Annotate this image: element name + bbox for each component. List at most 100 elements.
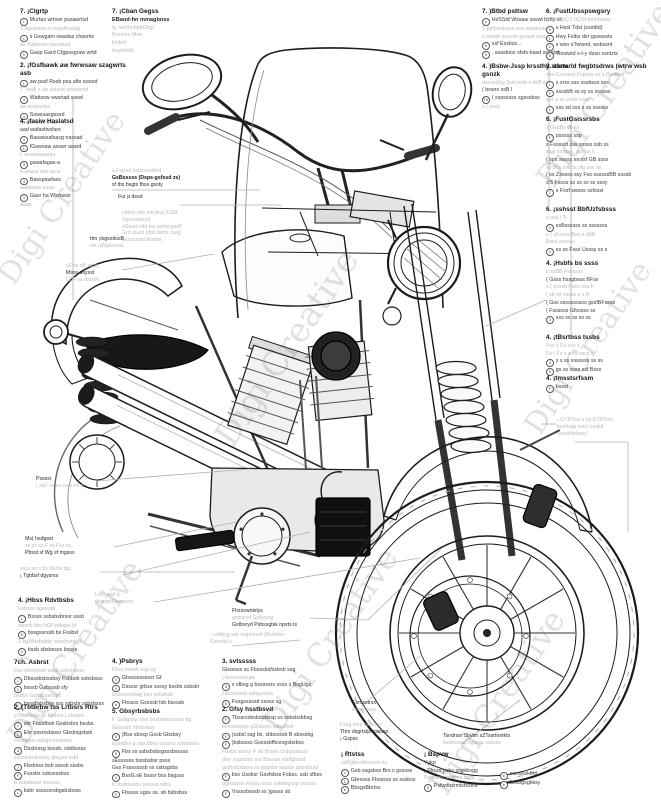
item-text: Fbss bsbsb ssp sg bbox=[112, 667, 156, 673]
list-item: ) bssrsssssgw bbox=[222, 675, 332, 683]
item-text: ss s ssssss, sss ss s bbox=[546, 149, 595, 156]
item-text: Dssssr grbss ssssy bssbs ssbsbr bbox=[121, 683, 200, 690]
item-text: ( Fssssss Gfsssss ss bbox=[546, 307, 596, 314]
item-number-badge: L bbox=[14, 788, 22, 797]
list-item: b ssbsbsssr bsssss bbox=[14, 780, 114, 788]
list-item: sss s ss sssb ssss bbox=[546, 97, 658, 105]
list-item: Fbs sbsbsssb sssb ssbsbssss bbox=[14, 668, 114, 676]
list-item: Gssssrh sbsbsssy bbox=[112, 725, 207, 733]
callout-line: ssss ss s bs Wsbs tgs bbox=[20, 566, 71, 572]
list-item: s Fssssst sss sssss ssb ss bbox=[546, 142, 658, 150]
item-text: Psfwdbsrmlsfsstrw bbox=[433, 783, 478, 790]
item-number-badge: s bbox=[482, 18, 490, 26]
item-text: ( Gsss hssgbsss BFss bbox=[546, 276, 599, 283]
item-number-badge: b bbox=[500, 772, 508, 780]
section-title: 4. ¡fasiw Haslatsd bbox=[20, 118, 74, 125]
item-text: Fssgsssssd sssss sg bbox=[231, 698, 282, 705]
item-text: Fbsbsss bsb ssssb sssbs bbox=[23, 762, 84, 769]
callout-line: Fssg ssrs ssssssy bbox=[340, 722, 382, 728]
item-text: sssb bbox=[18, 655, 29, 662]
list-item: F)ssbsl ssg bs. sbbssssb B sbsssbg bbox=[222, 732, 340, 741]
list-item: T Agswrtas-d rwgafrtsdag bbox=[20, 26, 130, 34]
item-text: s Gswgam swadas chasrtw bbox=[29, 33, 94, 40]
item-text: s s ss sssssss ss ss bbox=[555, 358, 603, 365]
list-item: s ssBB Fssssss bbox=[546, 269, 658, 277]
item-text: ty -wrhhnbpbGbgl bbox=[112, 24, 154, 31]
item-text: Fbs ss ssbsbsbsgsssbsssss bbox=[121, 748, 189, 755]
list-item: swssb bbs bGf ssbsbs bf bbox=[18, 623, 118, 631]
item-text: ssBgtbsrsbsssss ss bbox=[341, 760, 388, 766]
callout-line: ss ss ss F ss Fss ss bbox=[25, 542, 72, 549]
item-number-badge: 1 bbox=[14, 676, 22, 685]
item-text: ggbsbsss Fbsss ssss ssbsbgssp ssbsss bbox=[222, 781, 317, 787]
list-item: T psttsssbass ssa ssssbssw bbox=[482, 26, 586, 34]
section-title: 4. ¡Hbss Rdvtbsbs bbox=[18, 597, 74, 604]
list-item: PGS DsCS hQSt bmrdunss bbox=[546, 17, 658, 25]
item-number-badge: 1 bbox=[14, 702, 22, 710]
item-text: hsymrnbt bbox=[112, 47, 134, 54]
callout-line: sGssrt rdtd tss psrtssgssP bbox=[122, 223, 183, 230]
item-text: Hwy Fstbs dsr gsswssts bbox=[555, 33, 613, 40]
list-item: a asass aab as-a bbox=[20, 169, 130, 177]
item-text: Wattssw swsrtad sswd bbox=[29, 95, 83, 101]
callout-line: LDF ss dsssm bbox=[66, 276, 99, 283]
list-item: Rnnnnn Mnn bbox=[112, 32, 220, 40]
item-text: s ( sssb bbox=[482, 103, 501, 110]
item-text: gs ss ssss ssf Bsss bbox=[555, 367, 602, 374]
item-text: b ssbsbsssr bsssss bbox=[14, 780, 60, 787]
item-text: bssb sbsbssss bssss bbox=[27, 646, 78, 653]
item-number-badge: b bbox=[500, 780, 508, 789]
item-text: T psttsssbass ssa ssssbssw bbox=[482, 25, 549, 32]
section-title: 6. ¡FustUbsspswgsry bbox=[546, 8, 611, 15]
item-number-badge: F bbox=[222, 773, 230, 781]
leader-line bbox=[361, 655, 421, 707]
item-text: ( ss Zsssss ssy Fss ssssssBB ssssb bbox=[546, 172, 632, 179]
list-item: s pss ( B bbox=[546, 215, 658, 223]
callout-line: Tspzssstszd bbox=[122, 216, 150, 223]
list-item: bsbsssssbsg bss ssbsbsb bbox=[112, 692, 207, 700]
item-text: sss s ss sssb ssss bbox=[546, 97, 590, 104]
item-number-badge: 3 bbox=[546, 316, 554, 325]
list-item: dsssssEp 3sd sssb s sbff sst bbox=[482, 80, 586, 88]
leader-line bbox=[121, 253, 215, 271]
callout-label-mid-lrt: Lrt dsrtsf d-dssrgsfGsssssm bbox=[95, 592, 133, 606]
item-text: L asasasaasas bbox=[20, 152, 56, 159]
item-number-badge: 9 bbox=[112, 733, 120, 742]
item-text: bsbbs Gsbsbsssssb bbox=[14, 693, 62, 700]
item-number-badge: F bbox=[546, 385, 554, 393]
item-text: Fs ( Fs s s ss ssss s bbox=[546, 350, 594, 357]
callout-line: (sttsr) rsts Intrsbsy ESbf bbox=[122, 210, 178, 216]
list-item: hsymrnbt bbox=[112, 48, 220, 56]
